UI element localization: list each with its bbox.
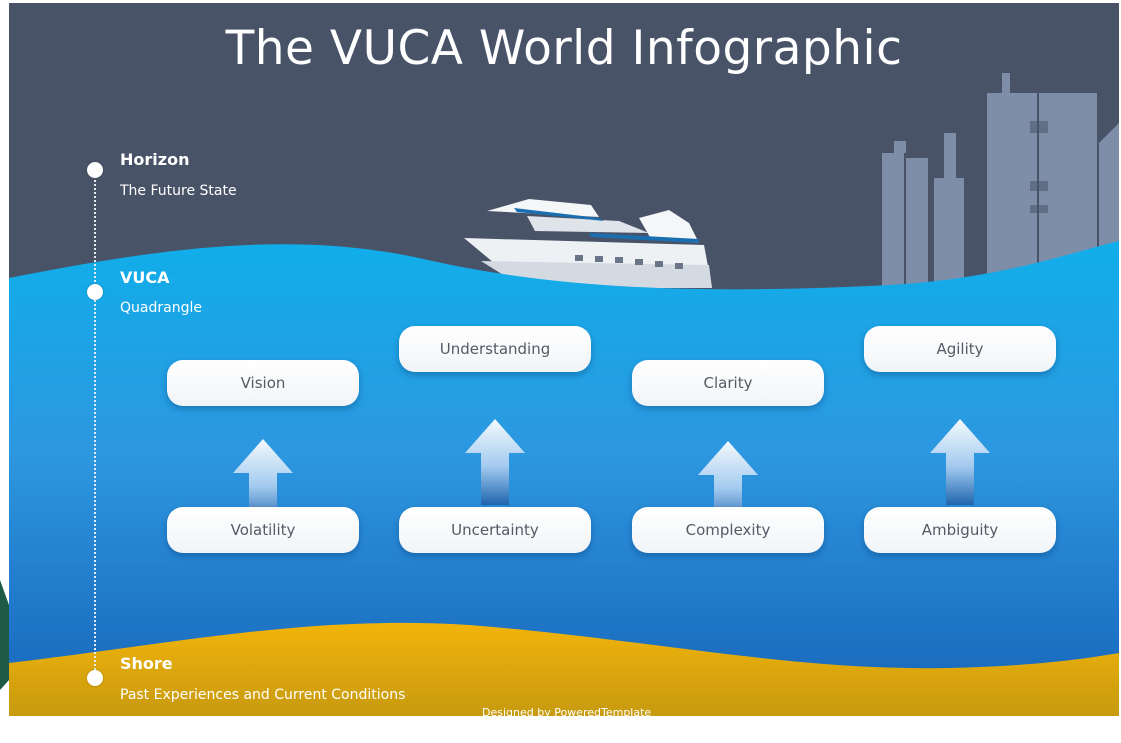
up-arrow-icon xyxy=(233,439,293,525)
volatility-box: Volatility xyxy=(167,507,359,553)
up-arrow-icon xyxy=(930,419,990,505)
left-edge-decoration xyxy=(0,570,9,690)
sea-area xyxy=(9,241,1119,716)
ambiguity-box: Ambiguity xyxy=(864,507,1056,553)
understanding-box: Understanding xyxy=(399,326,591,372)
vision-box: Vision xyxy=(167,360,359,406)
uncertainty-box: Uncertainty xyxy=(399,507,591,553)
horizon-marker-icon xyxy=(87,162,103,178)
scene-illustration xyxy=(9,73,1119,716)
vuca-marker-icon xyxy=(87,284,103,300)
up-arrow-icon xyxy=(698,441,758,527)
vuca-subtitle: Quadrangle xyxy=(120,300,202,316)
timeline-line xyxy=(94,173,96,678)
vuca-slide: The VUCA World Infographic Horizon The F… xyxy=(9,3,1119,716)
shore-subtitle: Past Experiences and Current Conditions xyxy=(120,687,406,703)
slide-title: The VUCA World Infographic xyxy=(225,21,903,76)
shore-area xyxy=(9,622,1119,716)
clarity-box: Clarity xyxy=(632,360,824,406)
vuca-title: VUCA xyxy=(120,268,170,287)
horizon-title: Horizon xyxy=(120,150,190,169)
up-arrow-icon xyxy=(465,419,525,505)
horizon-subtitle: The Future State xyxy=(120,183,237,199)
shore-title: Shore xyxy=(120,654,173,673)
credit-text: Designed by PoweredTemplate xyxy=(482,706,652,716)
shore-marker-icon xyxy=(87,670,103,686)
agility-box: Agility xyxy=(864,326,1056,372)
complexity-box: Complexity xyxy=(632,507,824,553)
